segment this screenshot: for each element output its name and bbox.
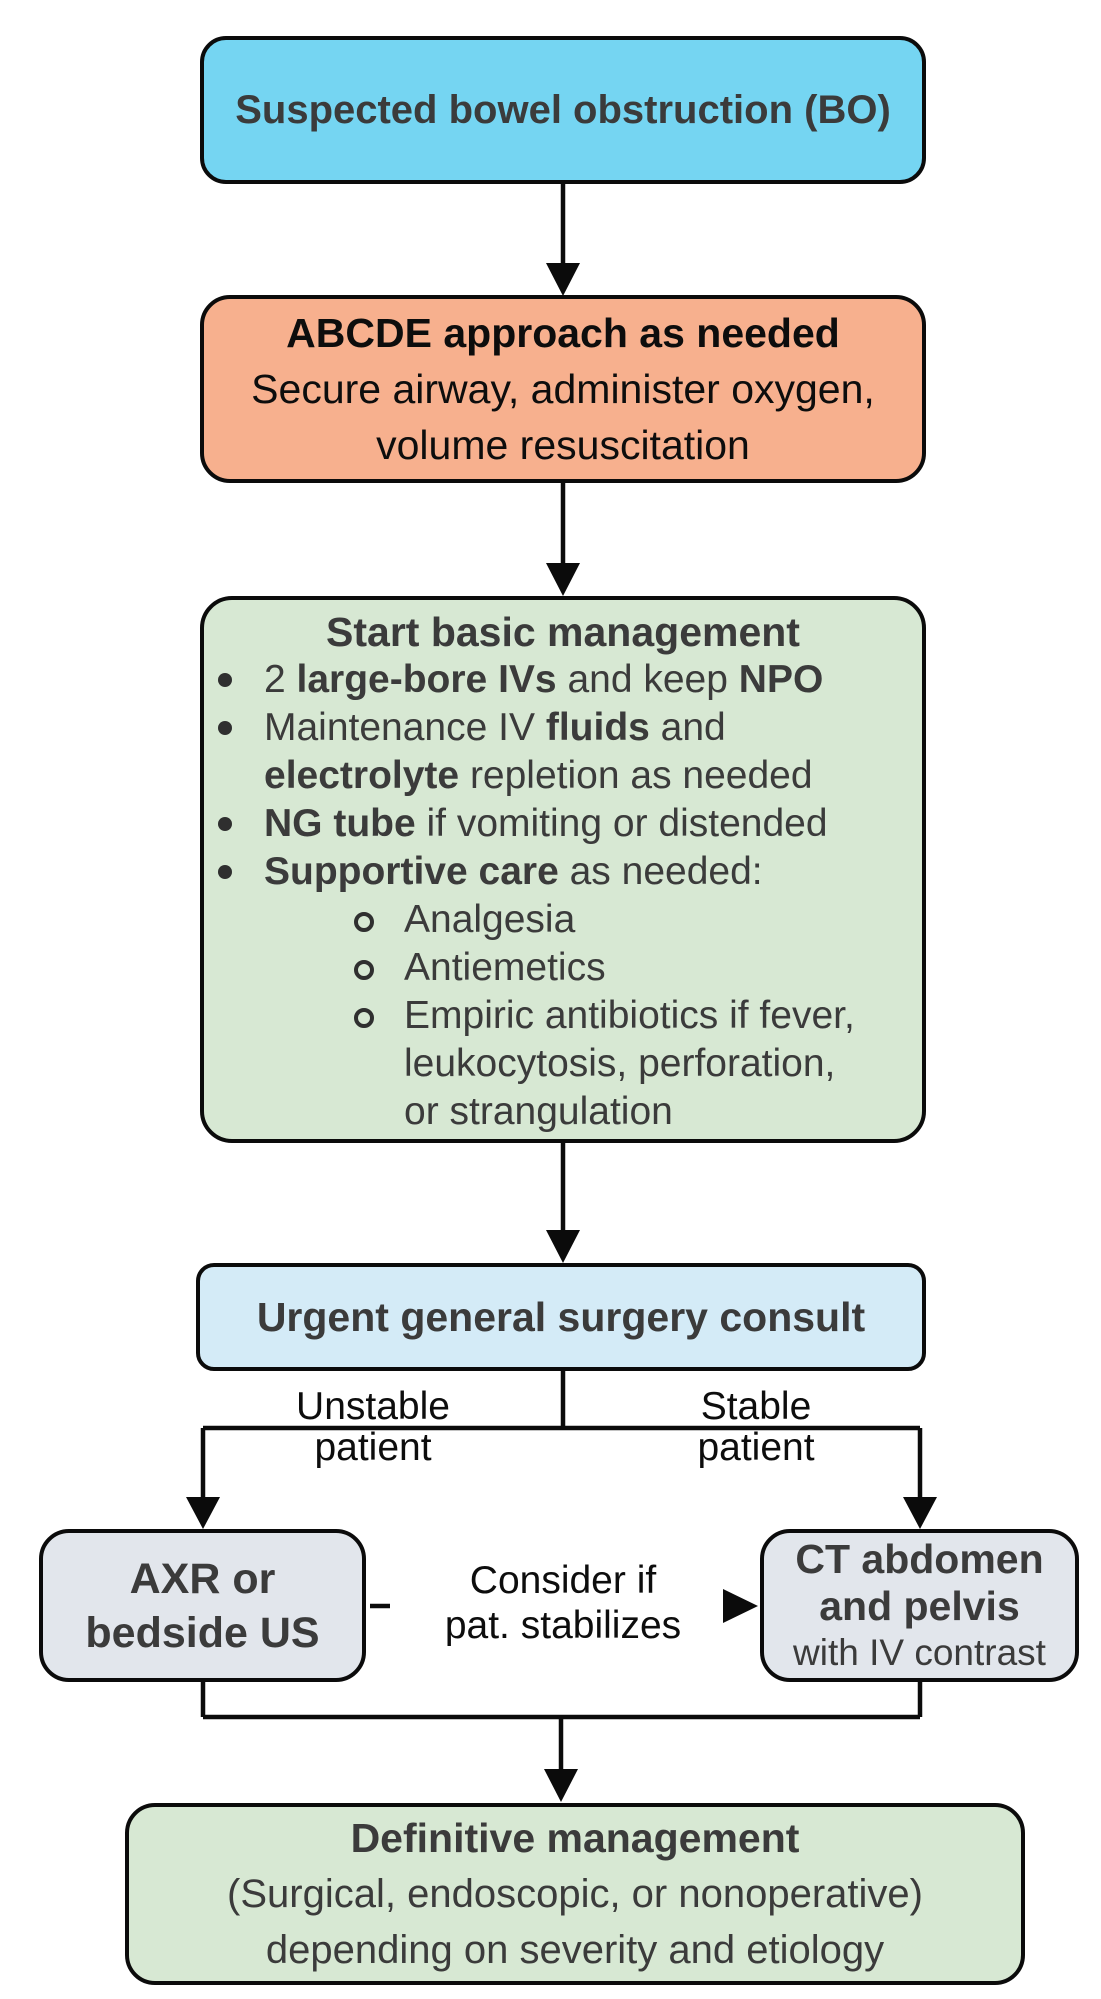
- branch-label-line: Unstable: [296, 1385, 450, 1428]
- node-definitive-line: depending on severity and etiology: [265, 1928, 885, 1972]
- bullet-text: Maintenance IV: [264, 706, 546, 749]
- bullet-text: Supportive care: [264, 850, 559, 893]
- bullet-item: NG tube if vomiting or distended: [204, 800, 922, 848]
- branch-label-unstable: Unstable patient: [263, 1386, 483, 1468]
- sub-bullet-circle-icon: [354, 1008, 374, 1028]
- dashed-label-consider: Consider if pat. stabilizes: [403, 1558, 723, 1648]
- node-axr-bedside-us: AXR or bedside US: [39, 1529, 366, 1682]
- dashed-label-line: pat. stabilizes: [444, 1604, 682, 1647]
- sub-bullet-text: Empiric antibiotics if fever,: [404, 994, 855, 1037]
- node-basic-management: Start basic management 2 large-bore IVs …: [200, 596, 926, 1143]
- bullet-text: electrolyte: [264, 754, 460, 797]
- bullet-dot-icon: [218, 673, 232, 687]
- node-definitive-management: Definitive management (Surgical, endosco…: [125, 1803, 1025, 1985]
- bullet-text: 2: [264, 658, 297, 701]
- arrowhead-icon: [546, 1230, 580, 1263]
- branch-label-line: patient: [697, 1426, 815, 1469]
- sub-bullet-circle-icon: [354, 912, 374, 932]
- arrowhead-icon: [546, 263, 580, 296]
- bullet-text: if vomiting or distended: [415, 802, 828, 845]
- node-basic-title: Start basic management: [326, 609, 800, 655]
- node-abcde-line1: Secure airway, administer oxygen,: [251, 366, 875, 412]
- dashed-label-line: Consider if: [469, 1559, 657, 1602]
- bullet-item: Maintenance IV fluids and: [204, 704, 922, 752]
- bullet-text: large-bore IVs: [296, 658, 557, 701]
- bullet-text: NPO: [738, 658, 824, 701]
- node-definitive-line: (Surgical, endoscopic, or nonoperative): [227, 1872, 923, 1916]
- bullet-text: fluids: [545, 706, 650, 749]
- node-axr-line: AXR or: [129, 1554, 276, 1603]
- sub-bullet-text: leukocytosis, perforation,: [404, 1042, 836, 1085]
- sub-bullet-item: Empiric antibiotics if fever,: [204, 992, 922, 1040]
- node-suspected-title: Suspected bowel obstruction (BO): [235, 87, 891, 132]
- bullet-text: repletion as needed: [459, 754, 813, 797]
- node-ct-line: and pelvis: [819, 1583, 1020, 1629]
- node-axr-line: bedside US: [85, 1608, 320, 1657]
- sub-bullet-text: or strangulation: [404, 1090, 673, 1133]
- sub-bullet-item-continuation: or strangulation: [204, 1088, 922, 1136]
- connector-branch: [200, 1371, 923, 1497]
- bullet-text: and keep: [556, 658, 739, 701]
- arrowhead-icon: [546, 563, 580, 596]
- sub-bullet-item-continuation: leukocytosis, perforation,: [204, 1040, 922, 1088]
- bullet-item-continuation: electrolyte repletion as needed: [204, 752, 922, 800]
- bullet-item: 2 large-bore IVs and keep NPO: [204, 656, 922, 704]
- sub-bullet-circle-icon: [354, 960, 374, 980]
- bullet-dot-icon: [218, 721, 232, 735]
- branch-label-line: patient: [314, 1426, 432, 1469]
- branch-label-stable: Stable patient: [646, 1386, 866, 1468]
- node-ct-line: CT abdomen: [795, 1536, 1044, 1582]
- arrowhead-icon: [723, 1589, 758, 1623]
- node-abcde-title: ABCDE approach as needed: [286, 310, 840, 356]
- arrowhead-icon: [186, 1497, 220, 1529]
- bullet-item: Supportive care as needed:: [204, 848, 922, 896]
- node-abcde-approach: ABCDE approach as needed Secure airway, …: [200, 295, 926, 483]
- sub-bullet-text: Antiemetics: [404, 946, 606, 989]
- node-consult-title: Urgent general surgery consult: [256, 1293, 866, 1340]
- sub-bullet-item: Antiemetics: [204, 944, 922, 992]
- node-ct-abdomen-pelvis: CT abdomen and pelvis with IV contrast: [760, 1529, 1079, 1682]
- node-suspected-bo: Suspected bowel obstruction (BO): [200, 36, 926, 184]
- node-definitive-title: Definitive management: [350, 1815, 800, 1861]
- bullet-dot-icon: [218, 817, 232, 831]
- node-abcde-line2: volume resuscitation: [376, 422, 750, 468]
- branch-label-line: Stable: [700, 1385, 812, 1428]
- bullet-text: as needed:: [558, 850, 763, 893]
- arrowhead-icon: [544, 1769, 578, 1802]
- sub-bullet-text: Analgesia: [404, 898, 576, 941]
- node-ct-line: with IV contrast: [793, 1632, 1046, 1673]
- bullet-dot-icon: [218, 865, 232, 879]
- bullet-text: NG tube: [264, 802, 416, 845]
- bullet-text: and: [649, 706, 726, 749]
- connector-join-definitive: [200, 1682, 923, 1769]
- node-surgery-consult: Urgent general surgery consult: [196, 1263, 926, 1371]
- sub-bullet-item: Analgesia: [204, 896, 922, 944]
- arrowhead-icon: [903, 1497, 937, 1529]
